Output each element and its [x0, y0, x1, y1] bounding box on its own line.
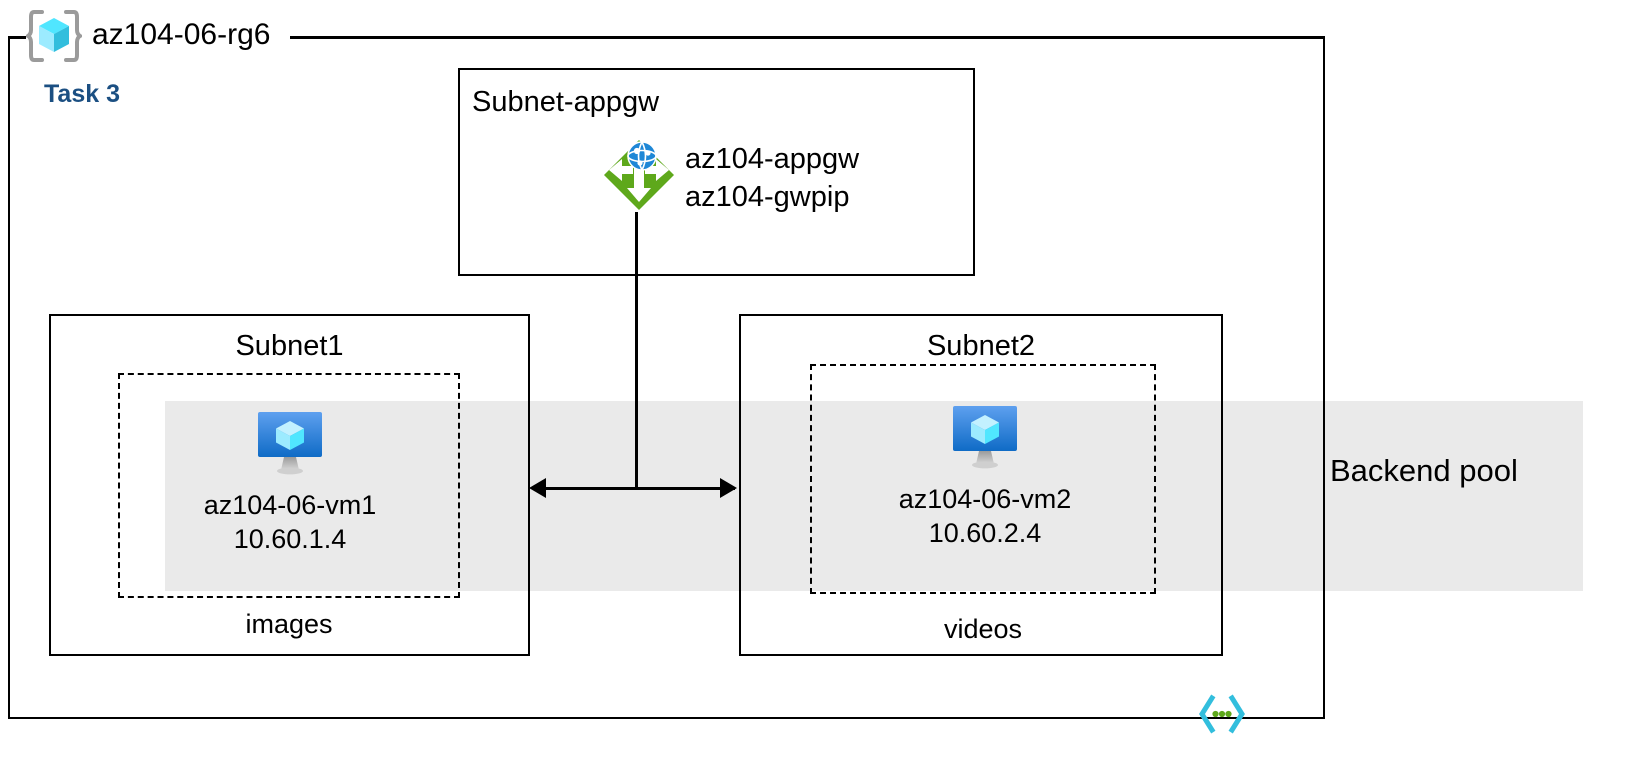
- appgw-name: az104-appgw: [685, 143, 860, 175]
- subnet-appgw-box: [458, 68, 975, 276]
- subnet2-dashed-label: videos: [943, 614, 1023, 644]
- virtual-machine-icon: [252, 404, 328, 480]
- arrow-head-left-icon: [529, 478, 546, 498]
- subnet2-title: Subnet2: [926, 330, 1036, 362]
- appgw-resource-labels: az104-appgw az104-gwpip: [685, 140, 859, 216]
- rg-border-top-right: [290, 36, 1325, 39]
- vm1-block: az104-06-vm1 10.60.1.4: [160, 404, 420, 556]
- subnet1-subnet2-connector: [533, 487, 735, 490]
- resource-group-icon: [24, 8, 84, 64]
- subnet2-nic-dashed-box: [810, 364, 1156, 594]
- resource-group-boundary: [8, 38, 1325, 719]
- vm2-ip: 10.60.2.4: [928, 518, 1042, 548]
- backend-pool-label: Backend pool: [1330, 453, 1518, 488]
- resource-group-name: az104-06-rg6: [92, 18, 271, 51]
- virtual-machine-icon: [947, 398, 1023, 474]
- backend-pool-band: [165, 401, 1583, 591]
- vm1-ip: 10.60.1.4: [233, 524, 347, 554]
- vm1-name: az104-06-vm1: [203, 490, 377, 520]
- subnet1-title: Subnet1: [235, 330, 344, 362]
- vm2-name: az104-06-vm2: [898, 484, 1072, 514]
- arm-template-icon: [1196, 694, 1248, 734]
- rg-border-stub-left: [8, 36, 26, 39]
- subnet1-dashed-label: images: [245, 609, 333, 639]
- appgw-to-backend-connector: [635, 212, 638, 490]
- subnet-appgw-title: Subnet-appgw: [472, 86, 660, 118]
- vm2-block: az104-06-vm2 10.60.2.4: [855, 398, 1115, 550]
- subnet1-nic-dashed-box: [118, 373, 460, 598]
- task-label: Task 3: [44, 80, 120, 108]
- application-gateway-icon: [600, 136, 678, 214]
- arrow-head-right-icon: [720, 478, 737, 498]
- subnet2-box: [739, 314, 1223, 656]
- gwpip-name: az104-gwpip: [685, 181, 850, 213]
